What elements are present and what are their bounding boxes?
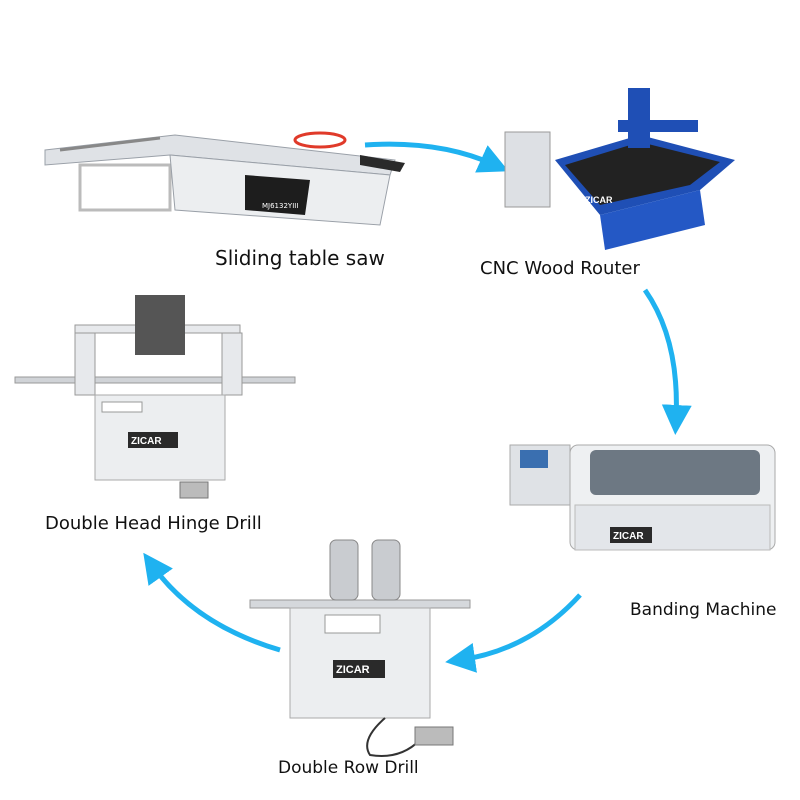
double-row-drill-image: ZICAR	[249, 539, 471, 757]
row-drill-logo: ZICAR	[336, 664, 370, 676]
label-sliding-table-saw: Sliding table saw	[215, 246, 385, 270]
cnc-logo: ZICAR	[585, 195, 613, 205]
arrow-banding-to-row-drill	[445, 593, 582, 673]
model-plate: MJ6132YIII	[262, 202, 298, 210]
banding-logo: ZICAR	[613, 531, 644, 542]
label-banding-machine: Banding Machine	[630, 600, 777, 620]
arrow-cnc-to-banding	[642, 288, 692, 435]
arrow-saw-to-cnc	[364, 141, 509, 173]
sliding-table-saw-image: MJ6132YIII	[44, 131, 405, 226]
double-head-hinge-drill-image: ZICAR	[14, 295, 296, 499]
label-cnc-wood-router: CNC Wood Router	[480, 258, 640, 279]
label-double-head-hinge-drill: Double Head Hinge Drill	[45, 513, 262, 534]
arrow-row-drill-to-hinge-drill	[143, 552, 281, 653]
cnc-router-image: ZICAR	[504, 88, 735, 250]
hinge-drill-logo: ZICAR	[131, 436, 162, 447]
banding-machine-image: ZICAR	[509, 444, 776, 551]
label-double-row-drill: Double Row Drill	[278, 758, 419, 778]
